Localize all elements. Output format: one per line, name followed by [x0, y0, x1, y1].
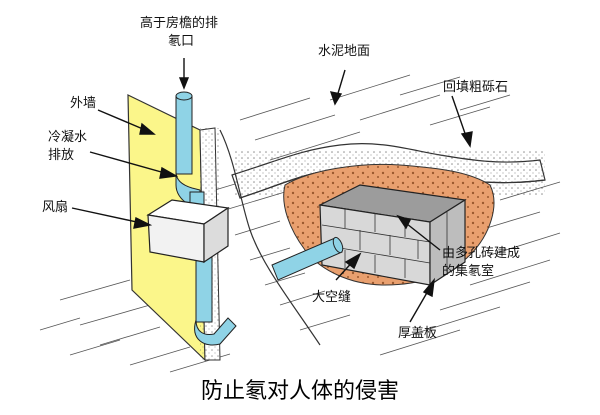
label-condensate-line2: 排放: [48, 148, 75, 163]
label-concrete-floor: 水泥地面: [318, 44, 371, 59]
fan-box: [146, 199, 230, 264]
suction-pipe: [271, 236, 344, 281]
label-brick-chamber-line1: 由多孔砖建成: [442, 246, 521, 261]
label-thick-slab: 厚盖板: [398, 326, 438, 341]
diagram-caption: 防止氡对人体的侵害: [200, 379, 399, 404]
label-exhaust-line1: 高于房檐的排: [140, 16, 219, 31]
label-exhaust-line2: 氡口: [168, 34, 195, 49]
soil-hatching: [39, 74, 561, 373]
label-air-gap: 大空缝: [312, 290, 352, 305]
label-brick-chamber-line2: 的集氡室: [442, 264, 495, 279]
leader-lines: [71, 58, 473, 323]
label-backfill-gravel: 回填粗砾石: [443, 80, 509, 95]
label-fan: 风扇: [42, 200, 69, 215]
label-condensate-line1: 冷凝水: [48, 130, 88, 145]
label-outer-wall: 外墙: [70, 96, 97, 111]
